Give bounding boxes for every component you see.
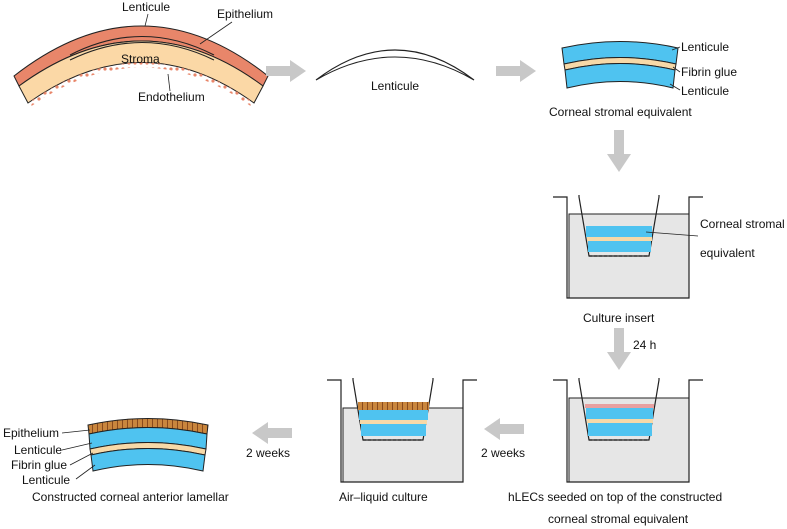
insert-caption: Culture insert <box>583 311 655 325</box>
equiv-fibrin-glue-label: Fibrin glue <box>681 65 737 79</box>
insert-label-line1: Corneal stromal <box>700 217 785 231</box>
lenticule-label: Lenticule <box>371 79 419 93</box>
arrow-down-2 <box>607 328 631 370</box>
air-liquid-caption: Air–liquid culture <box>339 490 428 504</box>
equiv-caption: Corneal stromal equivalent <box>549 105 692 119</box>
cornea-lenticule-label: Lenticule <box>122 0 170 14</box>
hlec-seeded-insert: hLECs seeded on top of the constructed c… <box>508 378 722 526</box>
cornea-epithelium-label: Epithelium <box>217 7 273 21</box>
label-24h: 24 h <box>633 338 656 352</box>
lenticule-shape: Lenticule <box>315 49 475 93</box>
label-2weeks-a: 2 weeks <box>481 446 525 460</box>
hlec-caption-line1: hLECs seeded on top of the constructed <box>508 490 722 504</box>
cornea-cross-section: Lenticule Epithelium Stroma Endothelium <box>13 0 273 107</box>
equiv-lenticule-top-label: Lenticule <box>681 40 729 54</box>
arrow-left-2 <box>252 422 292 444</box>
arrow-right-2 <box>496 60 536 82</box>
final-caption: Constructed corneal anterior lamellar <box>32 490 229 504</box>
culture-insert: Corneal stromal equivalent Culture inser… <box>553 195 785 325</box>
equiv-lenticule-bottom-label: Lenticule <box>681 84 729 98</box>
final-epithelium-label: Epithelium <box>3 426 59 440</box>
insert-label-line2: equivalent <box>700 246 755 260</box>
arrow-left-1 <box>484 418 524 440</box>
cornea-endothelium-label: Endothelium <box>138 90 205 104</box>
stromal-equivalent: Lenticule Fibrin glue Lenticule Corneal … <box>549 40 737 119</box>
hlec-caption-line2: corneal stromal equivalent <box>548 512 689 526</box>
cornea-stroma-label: Stroma <box>121 52 160 66</box>
final-construct: Epithelium Lenticule Fibrin glue Lenticu… <box>3 418 229 504</box>
arrow-down-1 <box>607 130 631 172</box>
label-2weeks-b: 2 weeks <box>246 446 290 460</box>
final-lenticule-top-label: Lenticule <box>14 443 62 457</box>
air-liquid-insert: Air–liquid culture <box>327 378 477 504</box>
final-lenticule-bottom-label: Lenticule <box>22 473 70 487</box>
final-fibrin-glue-label: Fibrin glue <box>11 458 67 472</box>
arrow-right-1 <box>266 60 306 82</box>
